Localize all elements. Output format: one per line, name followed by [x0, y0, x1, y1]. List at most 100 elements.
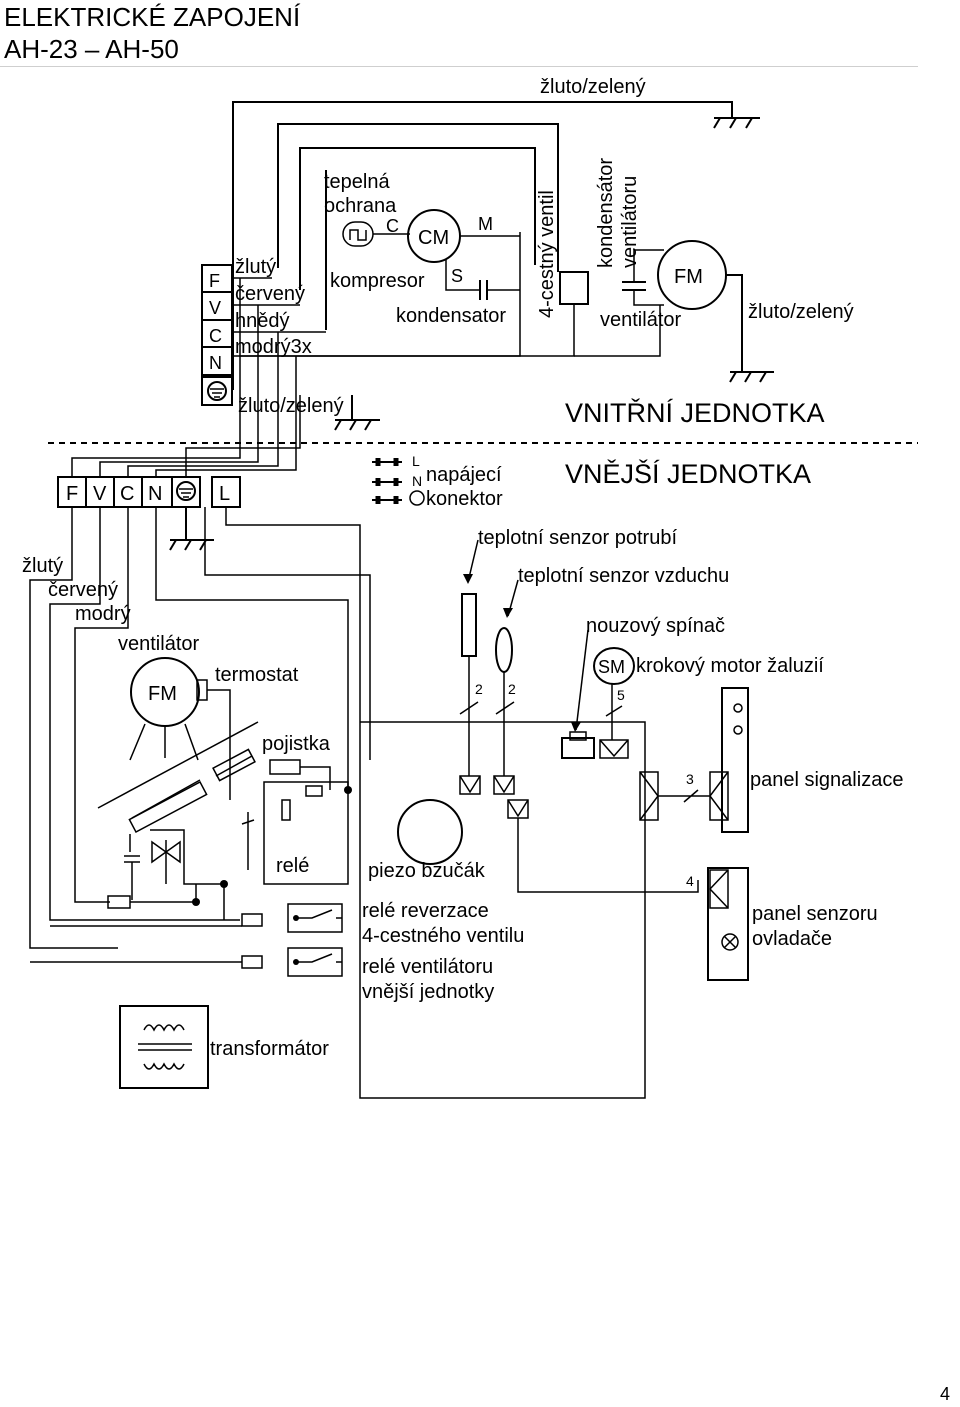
signal-connector-b	[709, 771, 729, 821]
wire-label-brown: hnědý	[235, 310, 290, 332]
triac-wires	[150, 829, 225, 920]
sensor-panel-connector	[709, 869, 729, 909]
transformer-label: transformátor	[210, 1038, 329, 1060]
relay-label: relé	[276, 855, 309, 877]
compressor-label: kompresor	[330, 270, 425, 292]
emergency-switch-label: nouzový spínač	[586, 615, 725, 637]
thermal-protection-label-2: ochrana	[324, 195, 397, 217]
indoor-wires	[232, 232, 521, 357]
fan-wires	[129, 723, 199, 761]
pcb-diagonal	[97, 721, 259, 809]
emergency-switch-arrow	[575, 629, 589, 731]
ground-symbol-indoor	[334, 419, 380, 431]
header-divider	[0, 66, 918, 67]
power-connector-label-2: konektor	[426, 488, 503, 510]
link-wire-v	[99, 305, 259, 477]
sensor-panel-pins: 4	[686, 873, 694, 889]
buzzer-label: piezo bzučák	[368, 860, 486, 882]
compressor-pin-m: M	[478, 214, 493, 234]
node-1	[344, 786, 352, 794]
compressor-pin-s: S	[451, 266, 463, 286]
resistor-1	[107, 895, 131, 909]
indoor-terminal-v: V	[209, 298, 221, 318]
valve-label: 4-cestný ventil	[536, 190, 558, 318]
sensor-indicator-icon	[721, 933, 739, 951]
outdoor-terminal-c: C	[120, 483, 134, 505]
outdoor-fan-symbol: FM	[148, 683, 177, 705]
outdoor-wire-label-red: červený	[48, 579, 118, 601]
indoor-fan-label: ventilátor	[600, 309, 681, 331]
fan-relay-label-2: vnější jednotky	[362, 981, 494, 1003]
link-wire-n	[155, 356, 297, 477]
signal-panel-wire	[658, 789, 710, 803]
signal-connector-a	[639, 771, 659, 821]
relay-switch-2	[212, 748, 256, 782]
transformer-icon	[119, 1005, 209, 1089]
signal-panel-pins: 3	[686, 771, 694, 787]
air-sensor-label: teplotní senzor vzduchu	[518, 565, 729, 587]
page-title: ELEKTRICKÉ ZAPOJENÍ	[4, 2, 301, 32]
reverse-relay-label-1: relé reverzace	[362, 900, 489, 922]
indoor-ground-label: žluto/zelený	[238, 395, 344, 417]
run-capacitor-icon	[479, 280, 488, 300]
wire-blue-run	[74, 507, 129, 903]
ground-symbol-right	[729, 371, 774, 383]
thermal-protection-label-1: tepelná	[324, 171, 390, 193]
signal-panel-icon	[721, 687, 749, 833]
air-sensor-icon	[495, 627, 513, 673]
pipe-sensor-pins: 2	[475, 681, 483, 697]
stepper-motor-icon	[593, 647, 635, 685]
page-number: 4	[939, 1384, 950, 1404]
piezo-buzzer-icon	[397, 799, 463, 865]
stepper-label: krokový motor žaluzií	[636, 655, 824, 677]
relay-feed-wires	[30, 925, 242, 963]
transformer-coil-1	[143, 1024, 185, 1032]
fan-capacitor-label-1: kondensátor	[595, 158, 617, 268]
power-ground-icon	[409, 490, 425, 506]
ground-terminal-icon	[207, 381, 227, 401]
wire-yellow-run	[29, 507, 118, 949]
ground-symbol-top	[713, 117, 760, 129]
thermostat-label: termostat	[215, 664, 299, 686]
outdoor-fan-label: ventilátor	[118, 633, 199, 655]
wire-fan-capacitor	[633, 249, 664, 306]
triac-icon	[151, 840, 181, 864]
indoor-terminal-n: N	[209, 353, 222, 373]
thermal-protector-icon	[342, 221, 374, 247]
resistor-wire	[130, 884, 197, 903]
fan-relay-switch	[296, 953, 342, 963]
wire-fan-ground	[726, 274, 743, 372]
stepper-pins: 5	[617, 687, 625, 703]
power-connector-icon	[372, 458, 402, 504]
relay-coil-icon	[281, 799, 291, 821]
sensor-panel-wire	[517, 818, 699, 893]
air-sensor-pins: 2	[508, 681, 516, 697]
right-ground-label: žluto/zelený	[748, 301, 854, 323]
fan-capacitor-label-2: ventilátoru	[619, 176, 641, 268]
capacitor-icon	[124, 834, 140, 900]
indoor-terminal-f: F	[209, 271, 220, 291]
top-ground-label: žluto/zelený	[540, 76, 646, 98]
emergency-switch-icon	[561, 737, 595, 759]
link-wire-c	[127, 332, 279, 477]
relay-frame	[263, 781, 349, 885]
wire-label-blue: modrý3x	[235, 336, 312, 358]
outdoor-terminal-n: N	[148, 483, 162, 505]
sensor-panel-label-1: panel senzoru	[752, 903, 878, 925]
resistor-3	[241, 955, 263, 969]
compressor-symbol: CM	[418, 227, 449, 249]
outdoor-terminal-v: V	[93, 483, 107, 505]
wire-n-run	[155, 507, 349, 790]
reverse-relay-label-2: 4-cestného ventilu	[362, 925, 524, 947]
link-wire-f	[71, 278, 241, 477]
sensor-connectors	[459, 775, 515, 795]
sensor-panel-icon	[707, 867, 749, 981]
power-connector-label-1: napájecí	[426, 464, 502, 486]
outdoor-wire-label-blue: modrý	[75, 603, 131, 625]
wire-label-red: červený	[235, 283, 305, 305]
pipe-sensor-label: teplotní senzor potrubí	[478, 527, 677, 549]
fuse-label: pojistka	[262, 733, 331, 755]
outdoor-terminal-l: L	[219, 483, 230, 505]
fan-capacitor-icon	[622, 281, 646, 291]
